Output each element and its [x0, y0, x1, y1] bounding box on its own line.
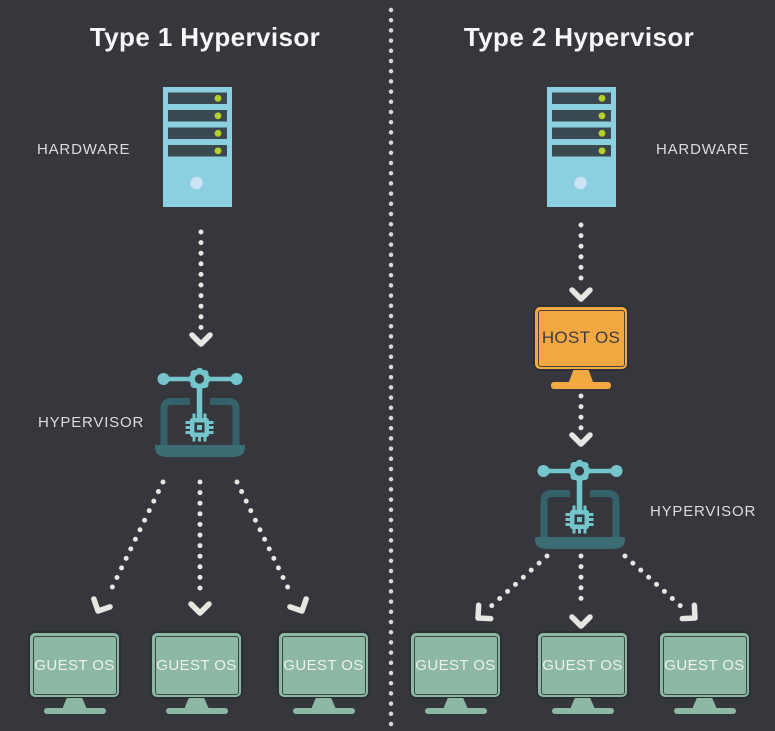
guest-os-monitor-5: GUEST OS — [536, 631, 629, 714]
dotted-arrow-down-icon — [569, 393, 593, 447]
monitor-stand-icon — [570, 698, 595, 708]
guest-os-label: GUEST OS — [156, 656, 237, 674]
type1-title: Type 1 Hypervisor — [89, 22, 321, 52]
monitor-stand-icon — [443, 698, 468, 708]
monitor-base-icon — [165, 708, 228, 714]
guest-os-monitor-2: GUEST OS — [150, 631, 243, 714]
fan-out-arrows-icon — [91, 479, 309, 616]
guest-os-label: GUEST OS — [34, 656, 115, 674]
monitor-base-icon — [43, 708, 106, 714]
monitor-base-icon — [551, 382, 611, 389]
monitor-base-icon — [292, 708, 355, 714]
hypervisor-icon — [530, 452, 630, 552]
monitor-stand-icon — [311, 698, 336, 708]
fan-out-arrows-icon — [475, 553, 698, 629]
guest-os-monitor-6: GUEST OS — [658, 631, 751, 714]
guest-os-monitor-4: GUEST OS — [409, 631, 502, 714]
dotted-arrow-down-icon — [569, 222, 593, 302]
monitor-stand-icon — [184, 698, 209, 708]
monitor-screen: GUEST OS — [536, 631, 629, 699]
monitor-stand-icon — [692, 698, 717, 708]
guest-os-monitor-1: GUEST OS — [28, 631, 121, 714]
monitor-screen: HOST OS — [533, 305, 629, 371]
guest-os-label: GUEST OS — [542, 656, 623, 674]
hypervisor-label: HYPERVISOR — [38, 414, 145, 431]
monitor-base-icon — [673, 708, 736, 714]
guest-os-label: GUEST OS — [415, 656, 496, 674]
monitor-base-icon — [551, 708, 614, 714]
hardware-label: HARDWARE — [37, 141, 131, 158]
server-icon — [547, 87, 616, 207]
monitor-stand-icon — [569, 370, 593, 382]
server-icon — [163, 87, 232, 207]
type2-title: Type 2 Hypervisor — [463, 22, 695, 52]
monitor-stand-icon — [62, 698, 87, 708]
guest-os-label: GUEST OS — [664, 656, 745, 674]
hypervisor-label: HYPERVISOR — [650, 503, 757, 520]
dotted-arrow-down-icon — [189, 229, 213, 347]
monitor-base-icon — [424, 708, 487, 714]
monitor-screen: GUEST OS — [28, 631, 121, 699]
hypervisor-icon — [150, 360, 250, 460]
host-os-label: HOST OS — [541, 328, 621, 347]
guest-os-label: GUEST OS — [283, 656, 364, 674]
dotted-separator-line — [388, 7, 394, 729]
monitor-screen: GUEST OS — [409, 631, 502, 699]
guest-os-monitor-3: GUEST OS — [277, 631, 370, 714]
monitor-screen: GUEST OS — [277, 631, 370, 699]
hardware-label: HARDWARE — [656, 141, 750, 158]
monitor-screen: GUEST OS — [658, 631, 751, 699]
monitor-screen: GUEST OS — [150, 631, 243, 699]
host-os-monitor: HOST OS — [533, 305, 629, 389]
